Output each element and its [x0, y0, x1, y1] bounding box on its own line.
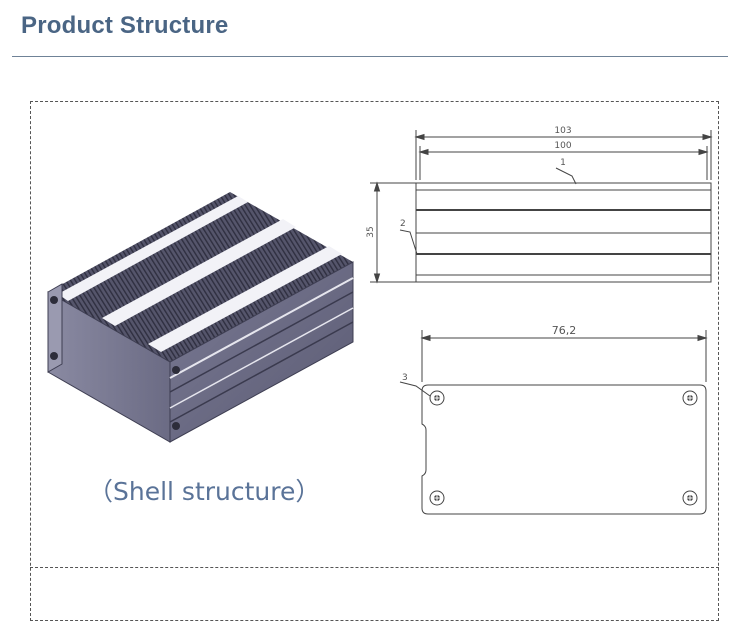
screw-hole-icon	[682, 390, 698, 406]
section-divider	[30, 567, 719, 568]
dim-height	[370, 181, 416, 284]
screw-hole-icon	[682, 490, 698, 506]
shell-top-face	[48, 192, 353, 362]
callout-3-label: 3	[402, 373, 408, 383]
callout-2-label: 2	[400, 219, 406, 229]
screw-hole-icon	[429, 490, 445, 506]
callout-1-label: 1	[560, 158, 566, 168]
top-view-profile	[415, 182, 712, 283]
callout-3-leader	[399, 381, 431, 397]
callout-2-leader	[399, 229, 418, 255]
end-view-plate	[421, 384, 707, 515]
dim-hole-spacing	[420, 330, 708, 382]
technical-drawing: 103 100 1 2 35 76,2 3	[366, 126, 713, 515]
shell-front-face	[169, 261, 354, 443]
shell-end-plate	[47, 283, 63, 373]
dim-inner-width	[418, 146, 709, 180]
dim-overall-width	[414, 130, 713, 180]
dim-height-label: 35	[366, 226, 376, 237]
screw-icon	[172, 422, 180, 430]
screw-icon	[50, 296, 58, 304]
screw-hole-icon	[429, 390, 445, 406]
page-title: Product Structure	[21, 12, 229, 39]
title-divider	[12, 56, 728, 57]
screw-icon	[50, 352, 58, 360]
shell-caption: （Shell structure）	[88, 477, 321, 506]
dim-hole-spacing-label: 76,2	[552, 324, 577, 337]
dim-overall-width-label: 103	[554, 126, 571, 136]
dim-inner-width-label: 100	[554, 141, 571, 151]
aluminum-shell-illustration	[47, 192, 354, 443]
screw-icon	[172, 366, 180, 374]
callout-1-leader	[555, 167, 577, 185]
